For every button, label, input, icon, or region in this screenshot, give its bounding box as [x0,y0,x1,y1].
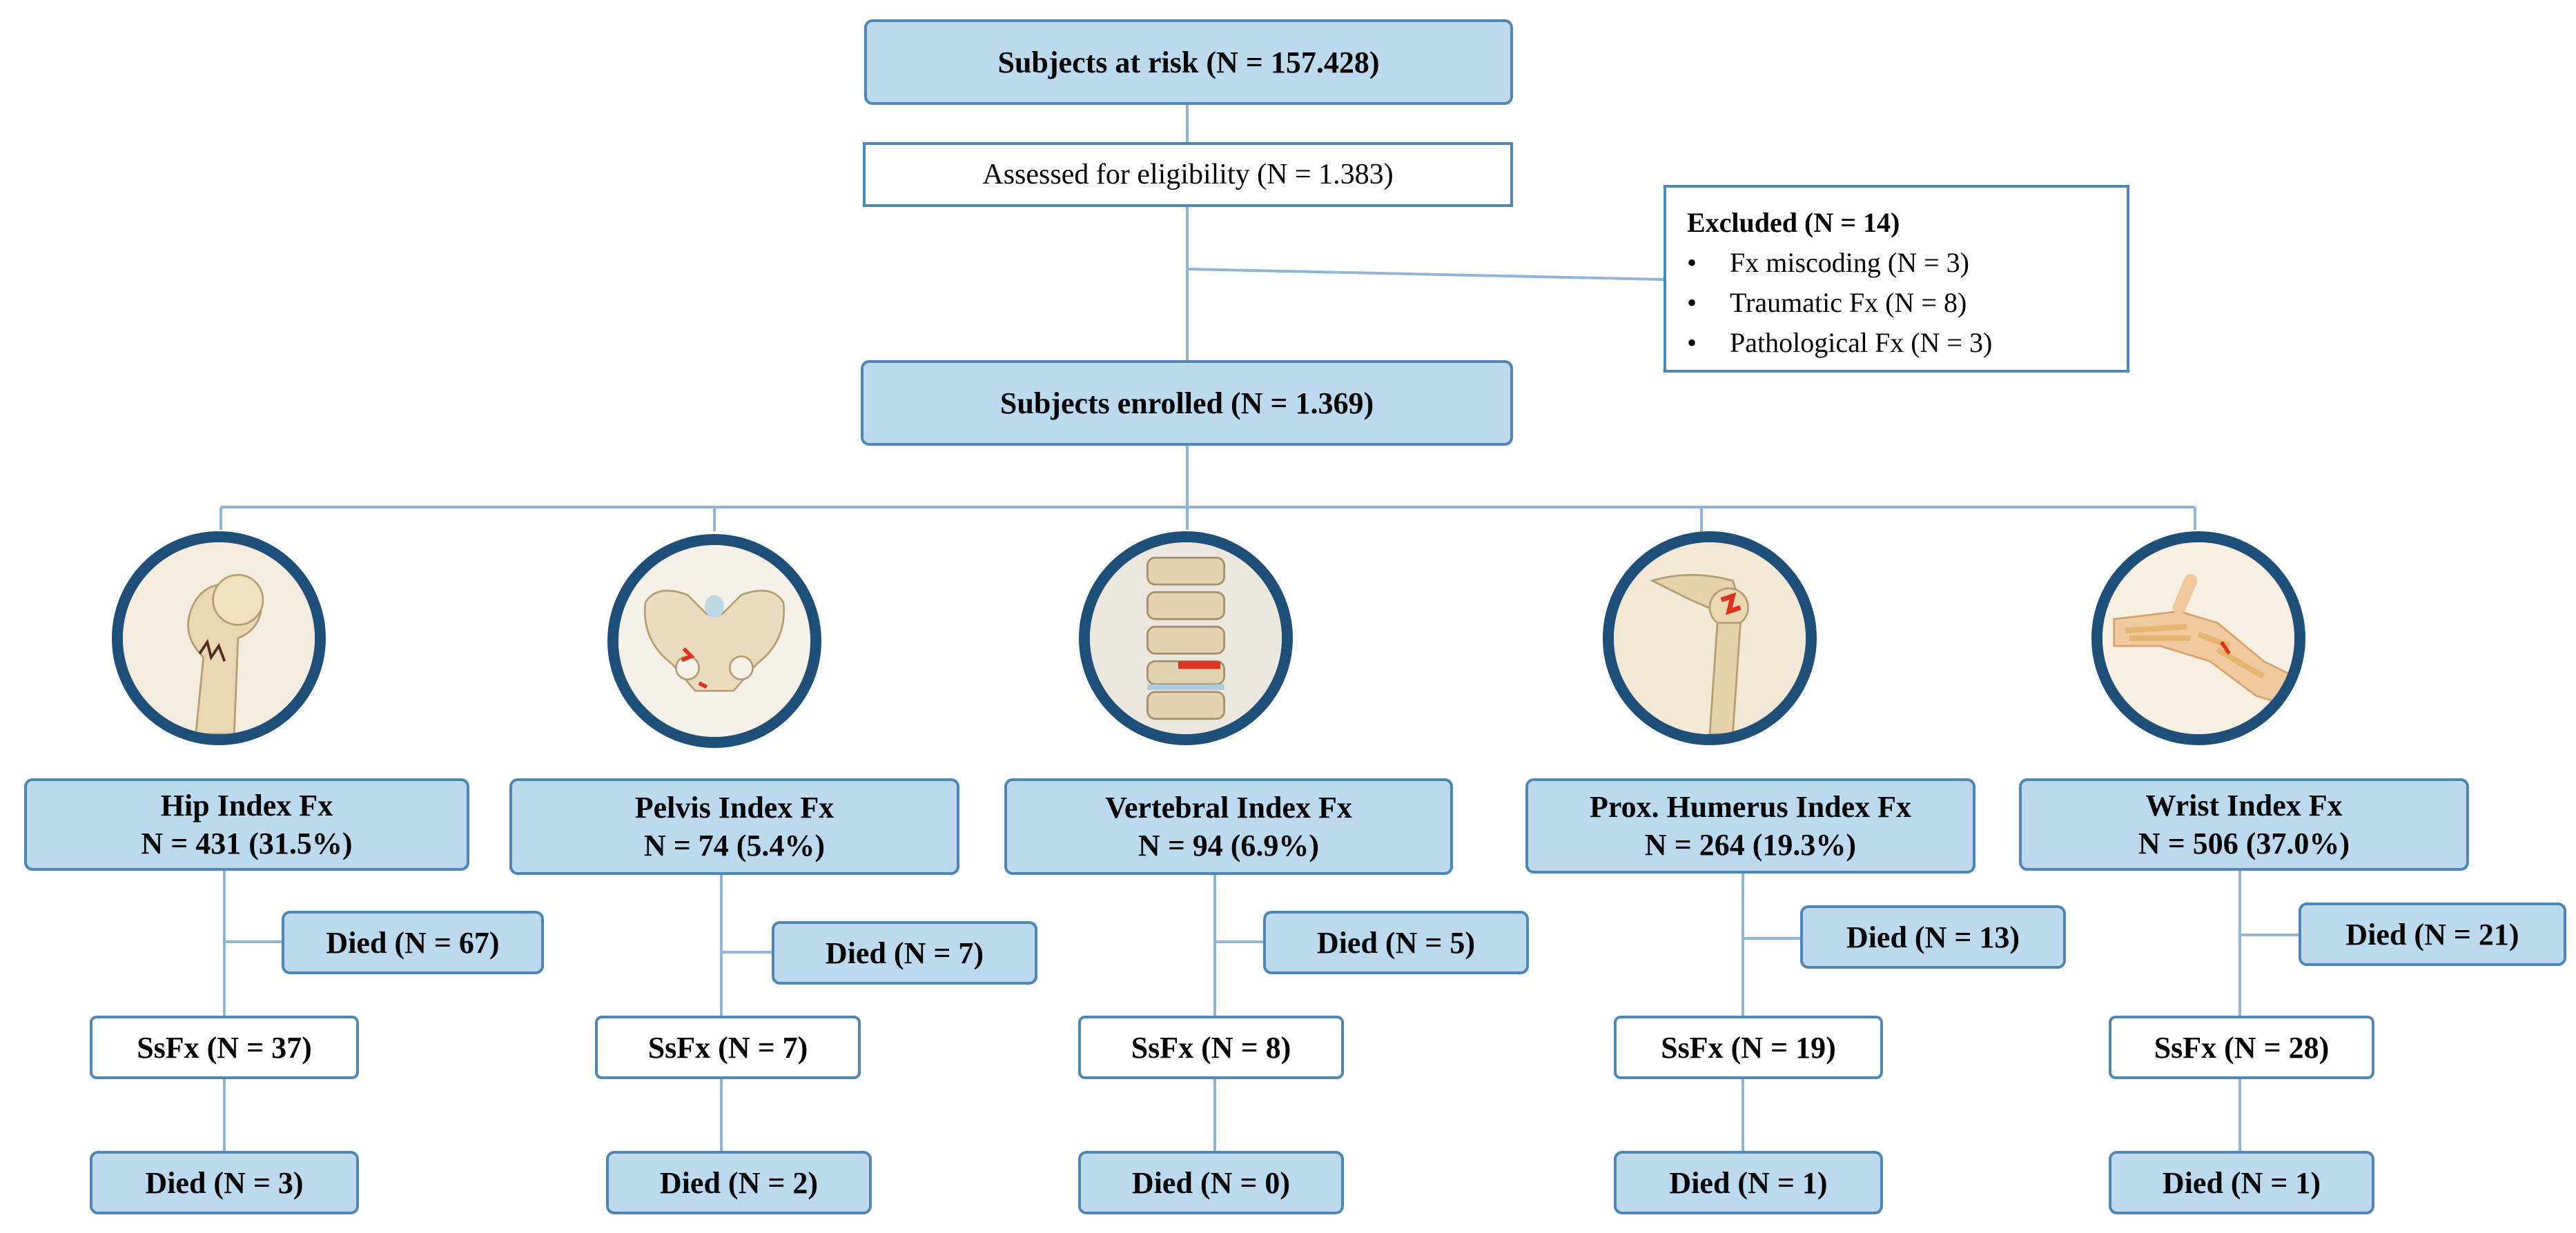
subjects-at-risk-box: Subjects at risk (N = 157.428) [864,19,1513,105]
died-label: Died (N = 13) [1846,920,2020,954]
humerus-ssfx-box: SsFx (N = 19) [1614,1016,1883,1079]
pelvis-died-after-ssfx-box: Died (N = 2) [606,1151,872,1214]
died-label: Died (N = 67) [326,925,500,960]
humerus-fracture-icon [1603,531,1817,745]
group-title: Hip Index Fx [160,789,333,822]
ssfx-label: SsFx (N = 7) [647,1030,808,1065]
group-title: Wrist Index Fx [2145,789,2343,822]
group-count: N = 506 (37.0%) [2138,827,2350,860]
died-label: Died (N = 2) [659,1165,819,1200]
pelvis-index-box: Pelvis Index Fx N = 74 (5.4%) [509,778,959,875]
excluded-list: Fx miscoding (N = 3) Traumatic Fx (N = 8… [1687,243,2106,363]
humerus-died-box: Died (N = 13) [1800,905,2066,969]
hip-index-box: Hip Index Fx N = 431 (31.5%) [24,778,469,871]
assessed-eligibility-box: Assessed for eligibility (N = 1.383) [863,142,1513,207]
group-count: N = 74 (5.4%) [643,829,826,862]
excluded-item: Traumatic Fx (N = 8) [1687,283,2106,323]
group-title: Prox. Humerus Index Fx [1589,790,1912,824]
wrist-ssfx-box: SsFx (N = 28) [2109,1016,2374,1079]
vertebral-fracture-icon [1079,531,1293,745]
hip-died-after-ssfx-box: Died (N = 3) [90,1151,359,1214]
wrist-index-box: Wrist Index Fx N = 506 (37.0%) [2019,778,2469,871]
ssfx-label: SsFx (N = 37) [137,1030,312,1065]
hip-ssfx-box: SsFx (N = 37) [90,1016,359,1079]
died-label: Died (N = 21) [2345,917,2519,951]
humerus-index-box: Prox. Humerus Index Fx N = 264 (19.3%) [1525,778,1975,874]
died-label: Died (N = 7) [825,936,984,970]
pelvis-fracture-icon [607,534,821,748]
vertebral-index-box: Vertebral Index Fx N = 94 (6.9%) [1004,778,1453,875]
group-count: N = 431 (31.5%) [141,827,353,860]
died-label: Died (N = 5) [1316,925,1476,960]
ssfx-label: SsFx (N = 8) [1131,1030,1291,1065]
wrist-fracture-icon [2091,531,2305,745]
group-title: Vertebral Index Fx [1105,791,1352,825]
died-label: Died (N = 1) [1669,1165,1828,1200]
hip-died-box: Died (N = 67) [282,911,544,974]
pelvis-died-box: Died (N = 7) [772,921,1037,985]
humerus-died-after-ssfx-box: Died (N = 1) [1614,1151,1883,1214]
hip-fracture-icon [112,531,326,745]
subjects-at-risk-label: Subjects at risk (N = 157.428) [997,45,1380,79]
died-label: Died (N = 0) [1131,1165,1291,1200]
group-count: N = 264 (19.3%) [1644,828,1857,862]
ssfx-label: SsFx (N = 19) [1661,1030,1836,1065]
wrist-died-box: Died (N = 21) [2299,902,2566,966]
group-title: Pelvis Index Fx [634,791,835,825]
pelvis-ssfx-box: SsFx (N = 7) [595,1016,861,1079]
excluded-title: Excluded (N = 14) [1687,207,1900,238]
excluded-item: Fx miscoding (N = 3) [1687,243,2106,283]
wrist-died-after-ssfx-box: Died (N = 1) [2109,1151,2374,1214]
ssfx-label: SsFx (N = 28) [2154,1030,2330,1065]
vertebral-ssfx-box: SsFx (N = 8) [1078,1016,1344,1079]
died-label: Died (N = 1) [2162,1165,2321,1200]
died-label: Died (N = 3) [145,1165,304,1200]
group-count: N = 94 (6.9%) [1138,829,1320,862]
assessed-eligibility-label: Assessed for eligibility (N = 1.383) [982,158,1394,190]
excluded-box: Excluded (N = 14) Fx miscoding (N = 3) T… [1663,185,2129,373]
subjects-enrolled-box: Subjects enrolled (N = 1.369) [861,360,1513,446]
vertebral-died-box: Died (N = 5) [1263,911,1529,974]
subjects-enrolled-label: Subjects enrolled (N = 1.369) [999,386,1374,420]
excluded-item: Pathological Fx (N = 3) [1687,323,2106,363]
vertebral-died-after-ssfx-box: Died (N = 0) [1078,1151,1344,1214]
